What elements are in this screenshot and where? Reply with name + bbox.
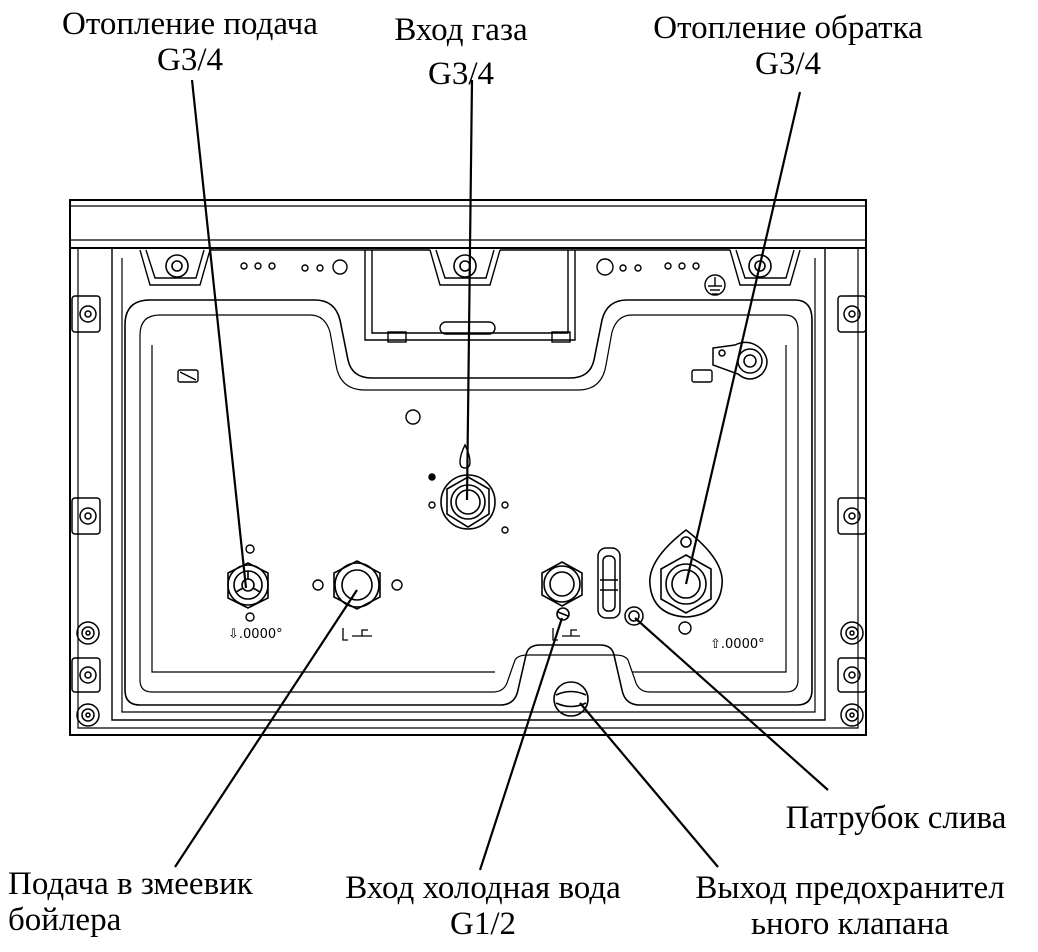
label-cold-water-inlet: Вход холодная вода G1/2 bbox=[345, 870, 621, 942]
boiler-coil-fitting bbox=[333, 560, 381, 610]
return-marking: ⇧.0000° bbox=[710, 637, 765, 652]
panel-marks bbox=[177, 369, 713, 635]
leader-cold-water bbox=[478, 617, 564, 871]
label-drain-pipe: Патрубок слива bbox=[785, 800, 1007, 836]
drain-pipe-fitting bbox=[553, 681, 589, 717]
label-boiler-coil-supply: Подача в змеевик бойлера bbox=[8, 866, 253, 938]
mounting-rail bbox=[139, 249, 801, 286]
port-markings bbox=[342, 628, 580, 641]
side-clips bbox=[71, 295, 867, 727]
leader-gas-inlet bbox=[465, 79, 474, 501]
leader-safety-valve bbox=[579, 702, 719, 868]
inner-panel-contour bbox=[124, 299, 813, 706]
boiler-housing bbox=[69, 248, 867, 736]
leader-drain-pipe bbox=[634, 617, 829, 791]
top-screws bbox=[165, 254, 772, 278]
safety-valve bbox=[597, 547, 644, 626]
leader-lines bbox=[174, 79, 829, 871]
vent-holes bbox=[240, 258, 700, 276]
cold-water-fitting bbox=[541, 561, 583, 621]
supply-marking: ⇩.0000° bbox=[228, 627, 283, 642]
ground-symbol bbox=[704, 274, 726, 296]
label-heating-supply: Отопление подача G3/4 bbox=[62, 6, 318, 78]
leader-heating-supply bbox=[190, 79, 248, 589]
leader-heating-return bbox=[684, 91, 802, 585]
leader-boiler-coil bbox=[174, 589, 358, 868]
label-gas-inlet: Вход газа G3/4 bbox=[394, 12, 528, 92]
label-heating-return: Отопление обратка G3/4 bbox=[653, 10, 923, 82]
label-safety-valve-outlet: Выход предохранител ьного клапана bbox=[695, 870, 1005, 942]
boiler-top-lid bbox=[69, 199, 867, 249]
heating-supply-fitting bbox=[227, 562, 269, 609]
heating-return-fitting bbox=[649, 528, 723, 618]
